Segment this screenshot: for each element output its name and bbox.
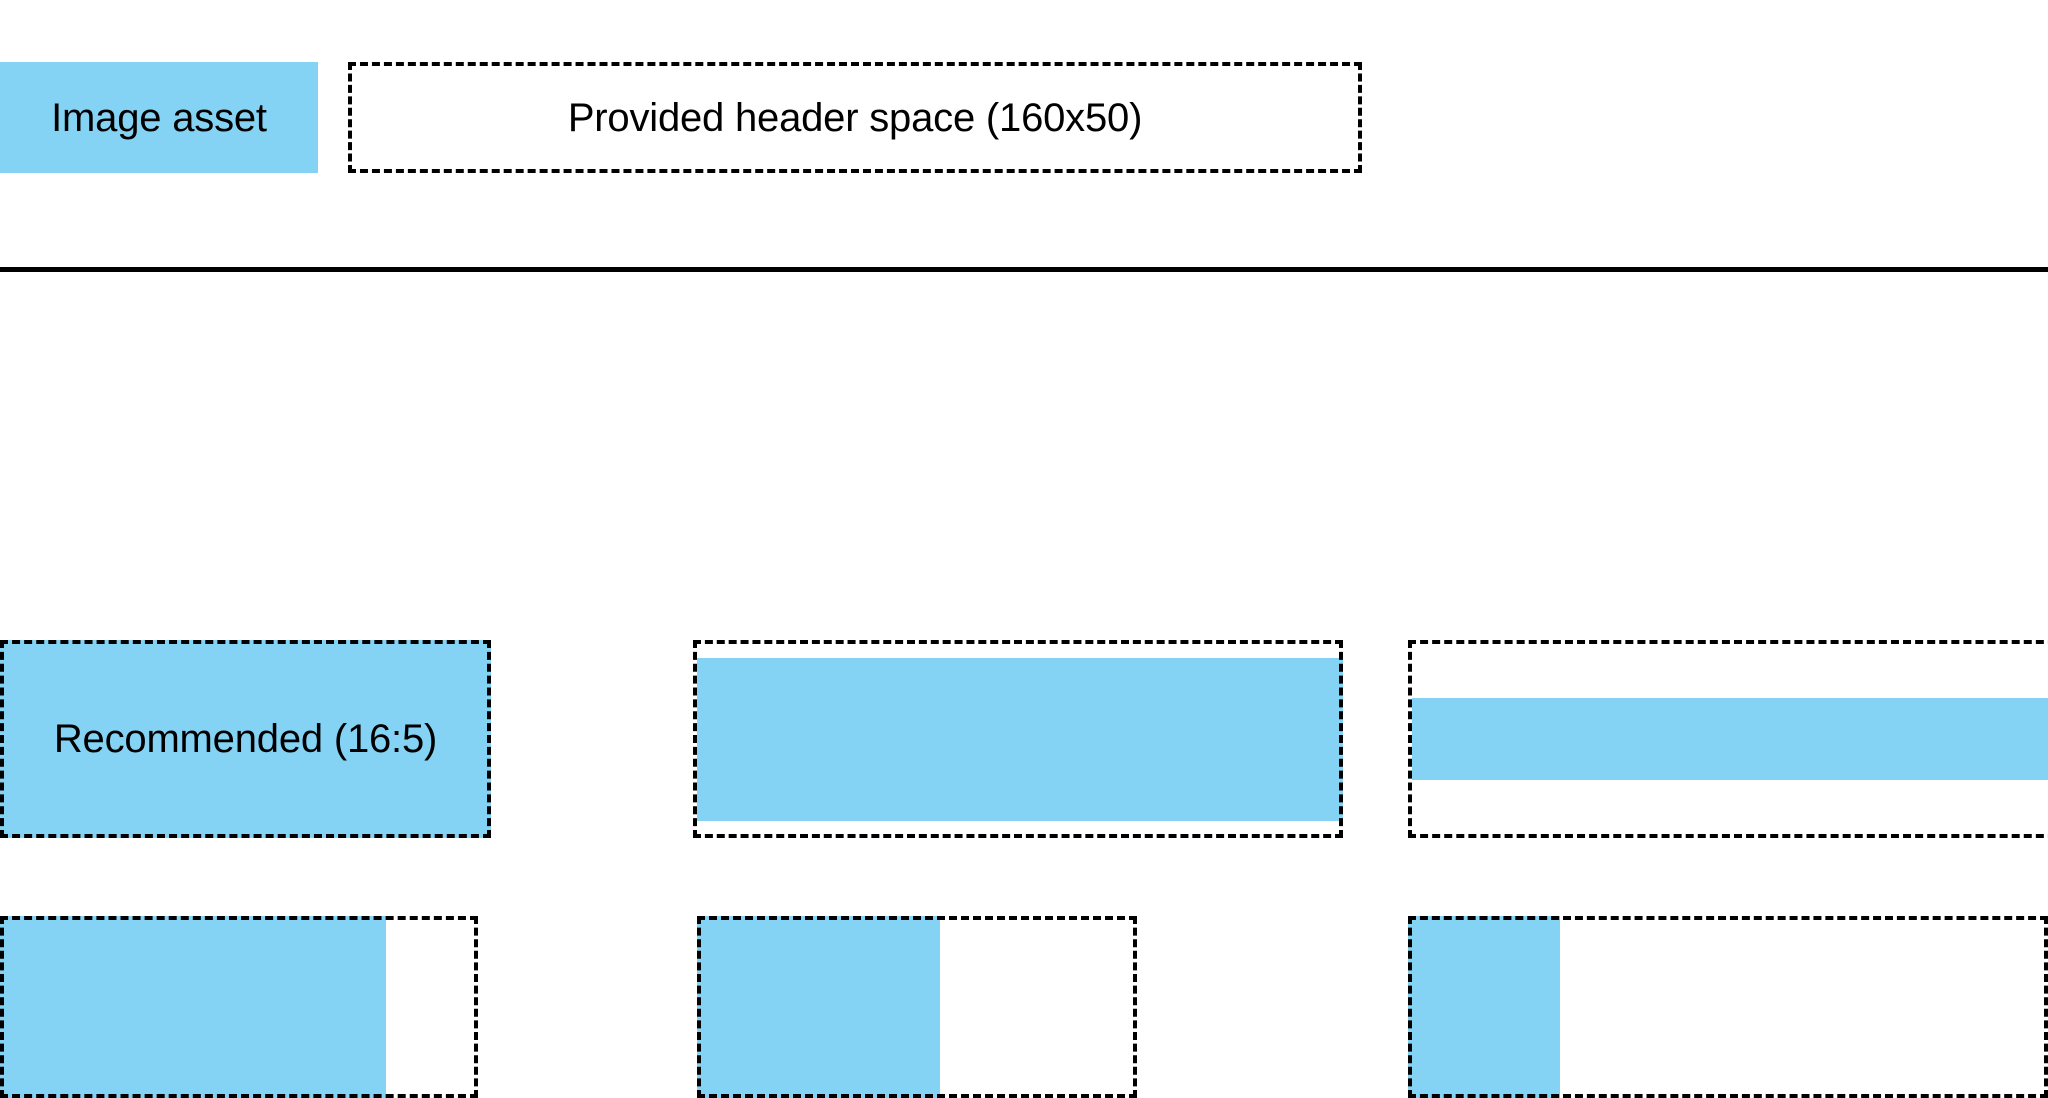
provided-header-space-label: Provided header space (160x50) (567, 95, 1143, 140)
ratio-card-row2-col1 (0, 916, 478, 1098)
ratio-card-row1-col2 (693, 640, 1343, 838)
header-legend-band: Image asset Provided header space (160x5… (0, 0, 2048, 272)
ratio-fill-row1-col2 (697, 658, 1343, 821)
ratio-card-row1-col3 (1408, 640, 2048, 838)
provided-header-space-box (348, 62, 1362, 173)
ratio-example-grid: Recommended (16:5) (0, 270, 2048, 1098)
ratio-card-row2-col2 (697, 916, 1137, 1098)
ratio-card-row1-col1 (0, 640, 491, 838)
section-divider (0, 267, 2048, 272)
ratio-card-row2-col3 (1408, 916, 2048, 1098)
ratio-fill-row1-col3 (1412, 698, 2048, 780)
image-asset-swatch (0, 62, 318, 173)
ratio-fill-row1-col1 (0, 640, 491, 838)
image-asset-label: Image asset (51, 95, 267, 140)
recommended-ratio-label: Recommended (16:5) (53, 717, 438, 761)
